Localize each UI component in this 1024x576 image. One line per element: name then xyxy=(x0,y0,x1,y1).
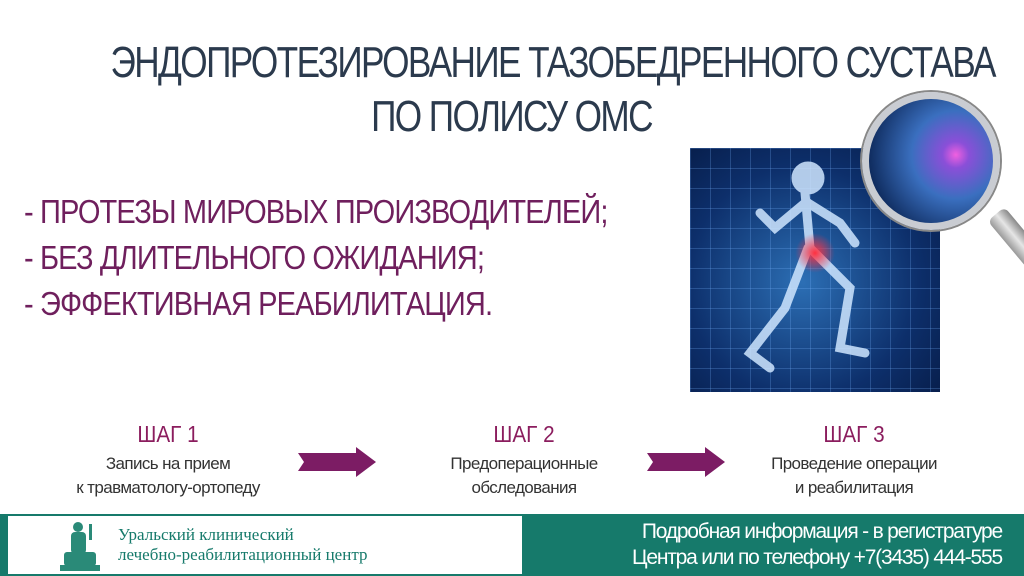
bullet-item: - ПРОТЕЗЫ МИРОВЫХ ПРОИЗВОДИТЕЛЕЙ; xyxy=(24,193,608,230)
org-name-line1: Уральский клинический xyxy=(118,525,294,544)
step-text: к травматологу-ортопеду xyxy=(76,478,260,497)
magnifier-lens-icon xyxy=(862,92,1000,230)
arrow-right-icon xyxy=(647,447,725,477)
step-text: и реабилитация xyxy=(794,478,914,497)
step-1: ШАГ 1 Запись на прием к травматологу-орт… xyxy=(48,420,288,500)
bullet-item: - БЕЗ ДЛИТЕЛЬНОГО ОЖИДАНИЯ; xyxy=(24,239,485,276)
info-line1: Подробная информация - в регистратуре xyxy=(641,520,1003,543)
org-name-line2: лечебно-реабилитационный центр xyxy=(118,545,368,564)
arrow-right-icon xyxy=(298,447,376,477)
footer: Уральский клинический лечебно-реабилитац… xyxy=(0,514,1024,576)
hip-highlight xyxy=(795,233,835,273)
step-title: ШАГ 2 xyxy=(493,421,555,447)
info-phone: Центра или по телефону +7(3435) 444-555 xyxy=(632,546,1003,569)
bullet-item: - ЭФФЕКТИВНАЯ РЕАБИЛИТАЦИЯ. xyxy=(24,285,493,322)
page-title-row: ЭНДОПРОТЕЗИРОВАНИЕ ТАЗОБЕДРЕННОГО СУСТАВ… xyxy=(0,38,1024,88)
step-2: ШАГ 2 Предоперационные обследования xyxy=(404,420,644,500)
page-subtitle: ПО ПОЛИСУ ОМС xyxy=(371,92,654,141)
page-title: ЭНДОПРОТЕЗИРОВАНИЕ ТАЗОБЕДРЕННОГО СУСТАВ… xyxy=(110,38,997,87)
statue-logo-icon xyxy=(60,522,100,571)
step-text: Проведение операции xyxy=(771,454,937,473)
step-title: ШАГ 1 xyxy=(137,421,199,447)
step-text: Предоперационные xyxy=(450,454,598,473)
step-text: обследования xyxy=(471,478,577,497)
step-title: ШАГ 3 xyxy=(823,421,885,447)
page-subtitle-row: ПО ПОЛИСУ ОМС xyxy=(0,92,1024,142)
clinic-logo: Уральский клинический лечебно-реабилитац… xyxy=(8,516,522,574)
step-text: Запись на прием xyxy=(105,454,231,473)
step-3: ШАГ 3 Проведение операции и реабилитация xyxy=(734,420,974,500)
magnifier-handle xyxy=(987,206,1024,283)
